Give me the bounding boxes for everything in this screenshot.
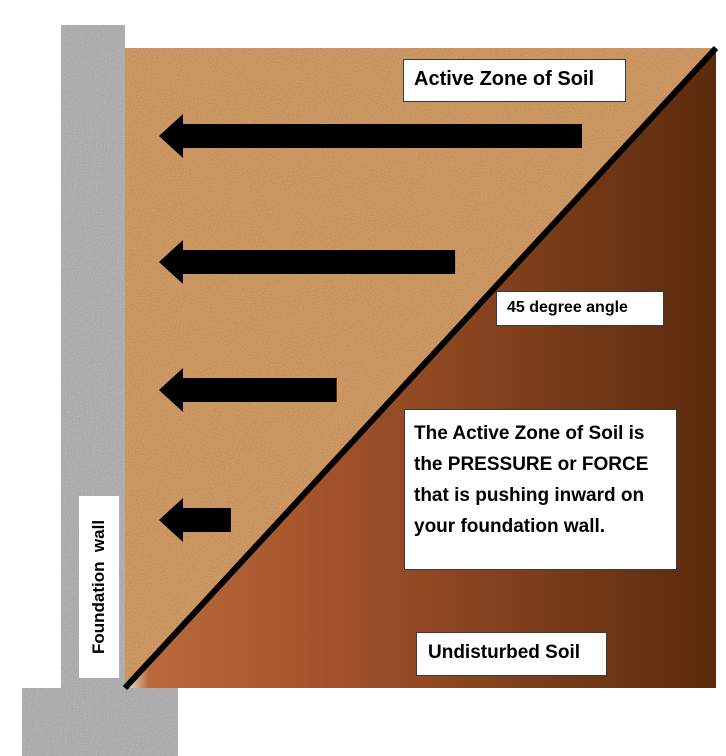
force-arrow-2 <box>159 240 456 284</box>
active-zone-label: Active Zone of Soil <box>403 59 626 102</box>
foundation-footing <box>22 688 178 756</box>
force-arrows <box>159 114 582 542</box>
explanation-text-box: The Active Zone of Soil is the PRESSURE … <box>404 409 677 570</box>
angle-label: 45 degree angle <box>496 291 664 326</box>
undisturbed-soil-label: Undisturbed Soil <box>416 632 607 676</box>
foundation-wall-label: Foundation wall <box>79 496 119 678</box>
force-arrow-4 <box>159 498 231 542</box>
foundation-wall <box>61 25 125 688</box>
force-arrow-1 <box>159 114 582 158</box>
force-arrow-3 <box>159 368 337 412</box>
foundation-wall-label-text: Foundation wall <box>89 519 108 655</box>
slope-line <box>122 45 719 691</box>
